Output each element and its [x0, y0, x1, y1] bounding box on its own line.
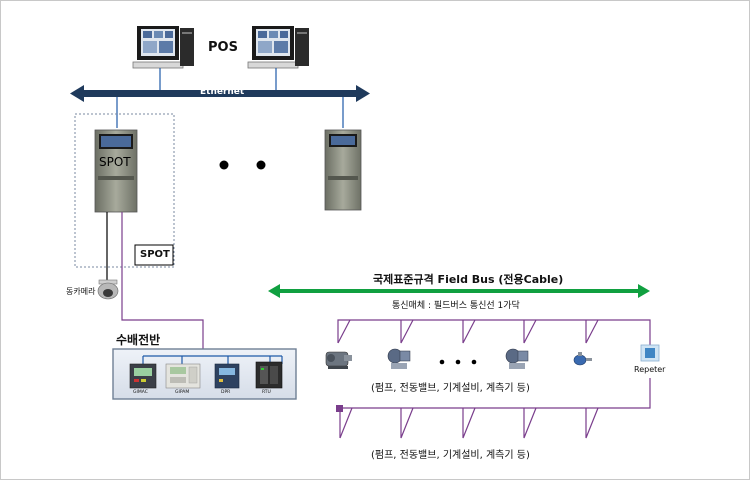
motor-valve-icon: [505, 348, 529, 369]
spot-group-outline: [74, 113, 175, 268]
pos-label: POS: [208, 40, 238, 55]
ellipsis-dot: [219, 160, 229, 170]
fieldbus-title: 국제표준규격 Field Bus (전용Cable): [373, 273, 564, 286]
spot-substation-link: [121, 212, 204, 352]
devices-upper-label: (펌프, 전동밸브, 기계설비, 계측기 등): [371, 383, 530, 394]
pos-computer-1: [132, 26, 194, 69]
ethernet-bus: [70, 85, 370, 102]
level-sensor-icon: [573, 352, 592, 366]
gipam-device: [165, 363, 201, 389]
repeater-icon: [640, 344, 660, 362]
rtu-label: RTU: [262, 390, 271, 395]
camera-label: 동카메라: [66, 287, 96, 296]
repeater-label: Repeter: [634, 365, 666, 374]
spot-box-label: SPOT: [140, 249, 170, 260]
bus-terminator: [336, 405, 343, 412]
motor-valve-icon: [387, 348, 411, 369]
pump-icon: [325, 351, 352, 369]
fieldbus-trunk-upper: [337, 319, 651, 345]
spot-terminal-2: [324, 129, 362, 211]
pos-computer-2: [247, 26, 309, 69]
fieldbus-subtitle: 통신매체 : 필드버스 통신선 1가닥: [392, 301, 520, 311]
gimac-device: [129, 363, 157, 389]
dome-camera: [97, 279, 119, 300]
gipam-label: GIPAM: [175, 390, 190, 395]
more-devices-ellipsis: [439, 359, 477, 365]
gimac-label: GIMAC: [133, 390, 148, 395]
ellipsis-dot: [256, 160, 266, 170]
fieldbus-arrow: [268, 284, 650, 298]
dpr-device: [214, 363, 240, 389]
dpr-label: DPR: [221, 390, 231, 395]
substation-label: 수배전반: [116, 333, 161, 347]
spot-label-box: [134, 244, 174, 266]
ethernet-label: Ethernet: [200, 87, 245, 97]
spot-terminal-1: [94, 129, 138, 213]
fieldbus-trunk-lower: [339, 378, 651, 438]
spot-terminal-label: SPOT: [99, 155, 131, 169]
devices-lower-label: (펌프, 전동밸브, 기계설비, 계측기 등): [371, 450, 530, 461]
rtu-device: [255, 361, 283, 389]
